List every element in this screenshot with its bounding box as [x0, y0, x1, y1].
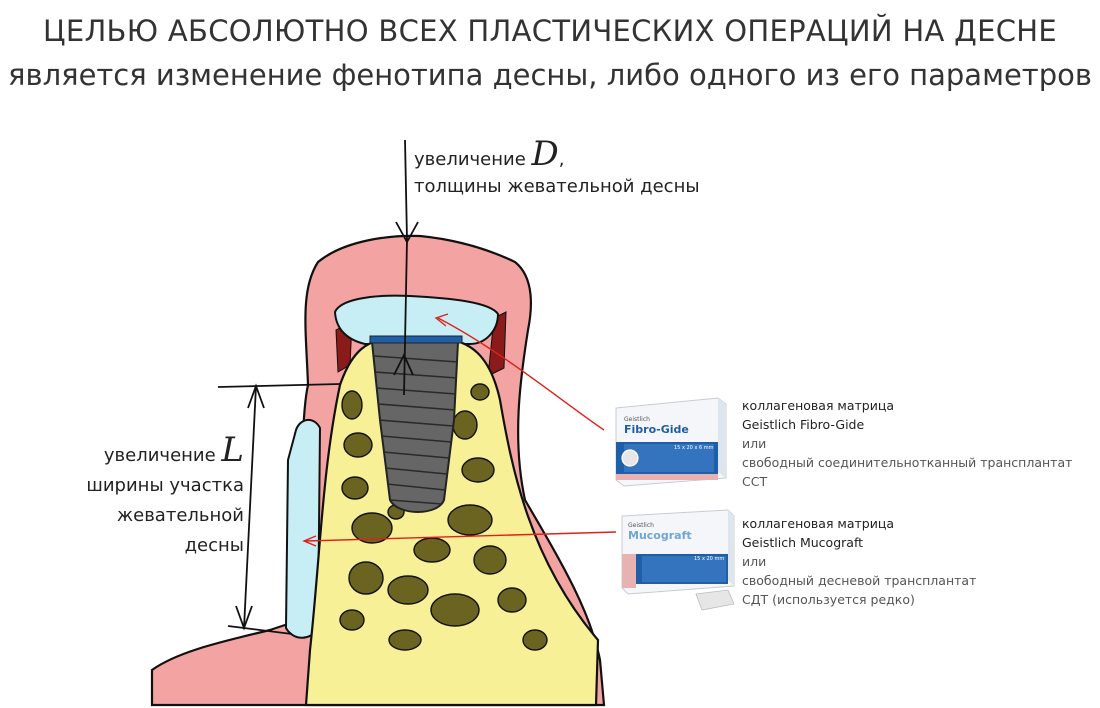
width-label-line4: десны [184, 535, 244, 556]
width-label-prefix: увеличение [103, 445, 216, 466]
mucograft-name: Mucograft [628, 529, 692, 542]
mucograft-note-abbr: СДТ (используется редко) [742, 592, 915, 607]
fibro-gide-note-or: или [742, 436, 767, 451]
mucograft-product-box: Geistlich Mucograft 15 x 20 mm [616, 506, 740, 618]
title-line-1: ЦЕЛЬЮ АБСОЛЮТНО ВСЕХ ПЛАСТИЧЕСКИХ ОПЕРАЦ… [43, 14, 1057, 48]
fibro-gide-name: Fibro-Gide [624, 423, 689, 436]
width-label-line2: ширины участка [86, 475, 244, 496]
width-arrow [217, 383, 341, 635]
thickness-label-comma: , [558, 149, 565, 170]
pointer-arrows [302, 313, 617, 547]
thickness-label: увеличение D, толщины жевательной десны [414, 137, 700, 200]
mucograft-note-or: или [742, 554, 767, 569]
fibro-gide-product-box: Geistlich Fibro-Gide 15 x 20 x 6 mm [610, 392, 730, 492]
fibro-gide-note-abbr: ССТ [742, 474, 768, 489]
fibro-gide-note-product: Geistlich Fibro-Gide [742, 417, 865, 432]
mucograft-note-product: Geistlich Mucograft [742, 535, 864, 550]
fibro-gide-note: коллагеновая матрица Geistlich Fibro-Gid… [742, 396, 1072, 491]
implant [369, 335, 463, 513]
thickness-label-line2: толщины жевательной десны [414, 176, 700, 197]
thickness-label-prefix: увеличение [414, 149, 526, 170]
width-letter: L [221, 430, 244, 470]
width-label-line3: жевательной [116, 505, 244, 526]
width-label: увеличение L ширины участка жевательной … [60, 433, 244, 561]
fibro-gide-note-title: коллагеновая матрица [742, 398, 895, 413]
title-line-2: является изменение фенотипа десны, либо … [8, 58, 1092, 92]
fibro-gide-brand: Geistlich [624, 416, 650, 423]
mucograft-note-alt: свободный десневой трансплантат [742, 573, 977, 588]
graft-top [333, 294, 500, 345]
trabeculae [339, 383, 548, 651]
mucograft-box-shape [621, 509, 735, 611]
thickness-arrow [393, 139, 419, 396]
mucograft-note: коллагеновая матрица Geistlich Mucograft… [742, 514, 976, 609]
mucograft-size: 15 x 20 mm [694, 556, 725, 562]
thickness-letter: D [531, 134, 559, 174]
fibro-gide-size: 15 x 20 x 6 mm [674, 445, 714, 451]
mucograft-note-title: коллагеновая матрица [742, 516, 895, 531]
mucograft-brand: Geistlich [628, 522, 654, 529]
gum-dark-right [487, 311, 507, 377]
fibro-gide-note-alt: свободный соединительнотканный трансплан… [742, 455, 1073, 470]
fibro-gide-box-shape [615, 397, 727, 487]
